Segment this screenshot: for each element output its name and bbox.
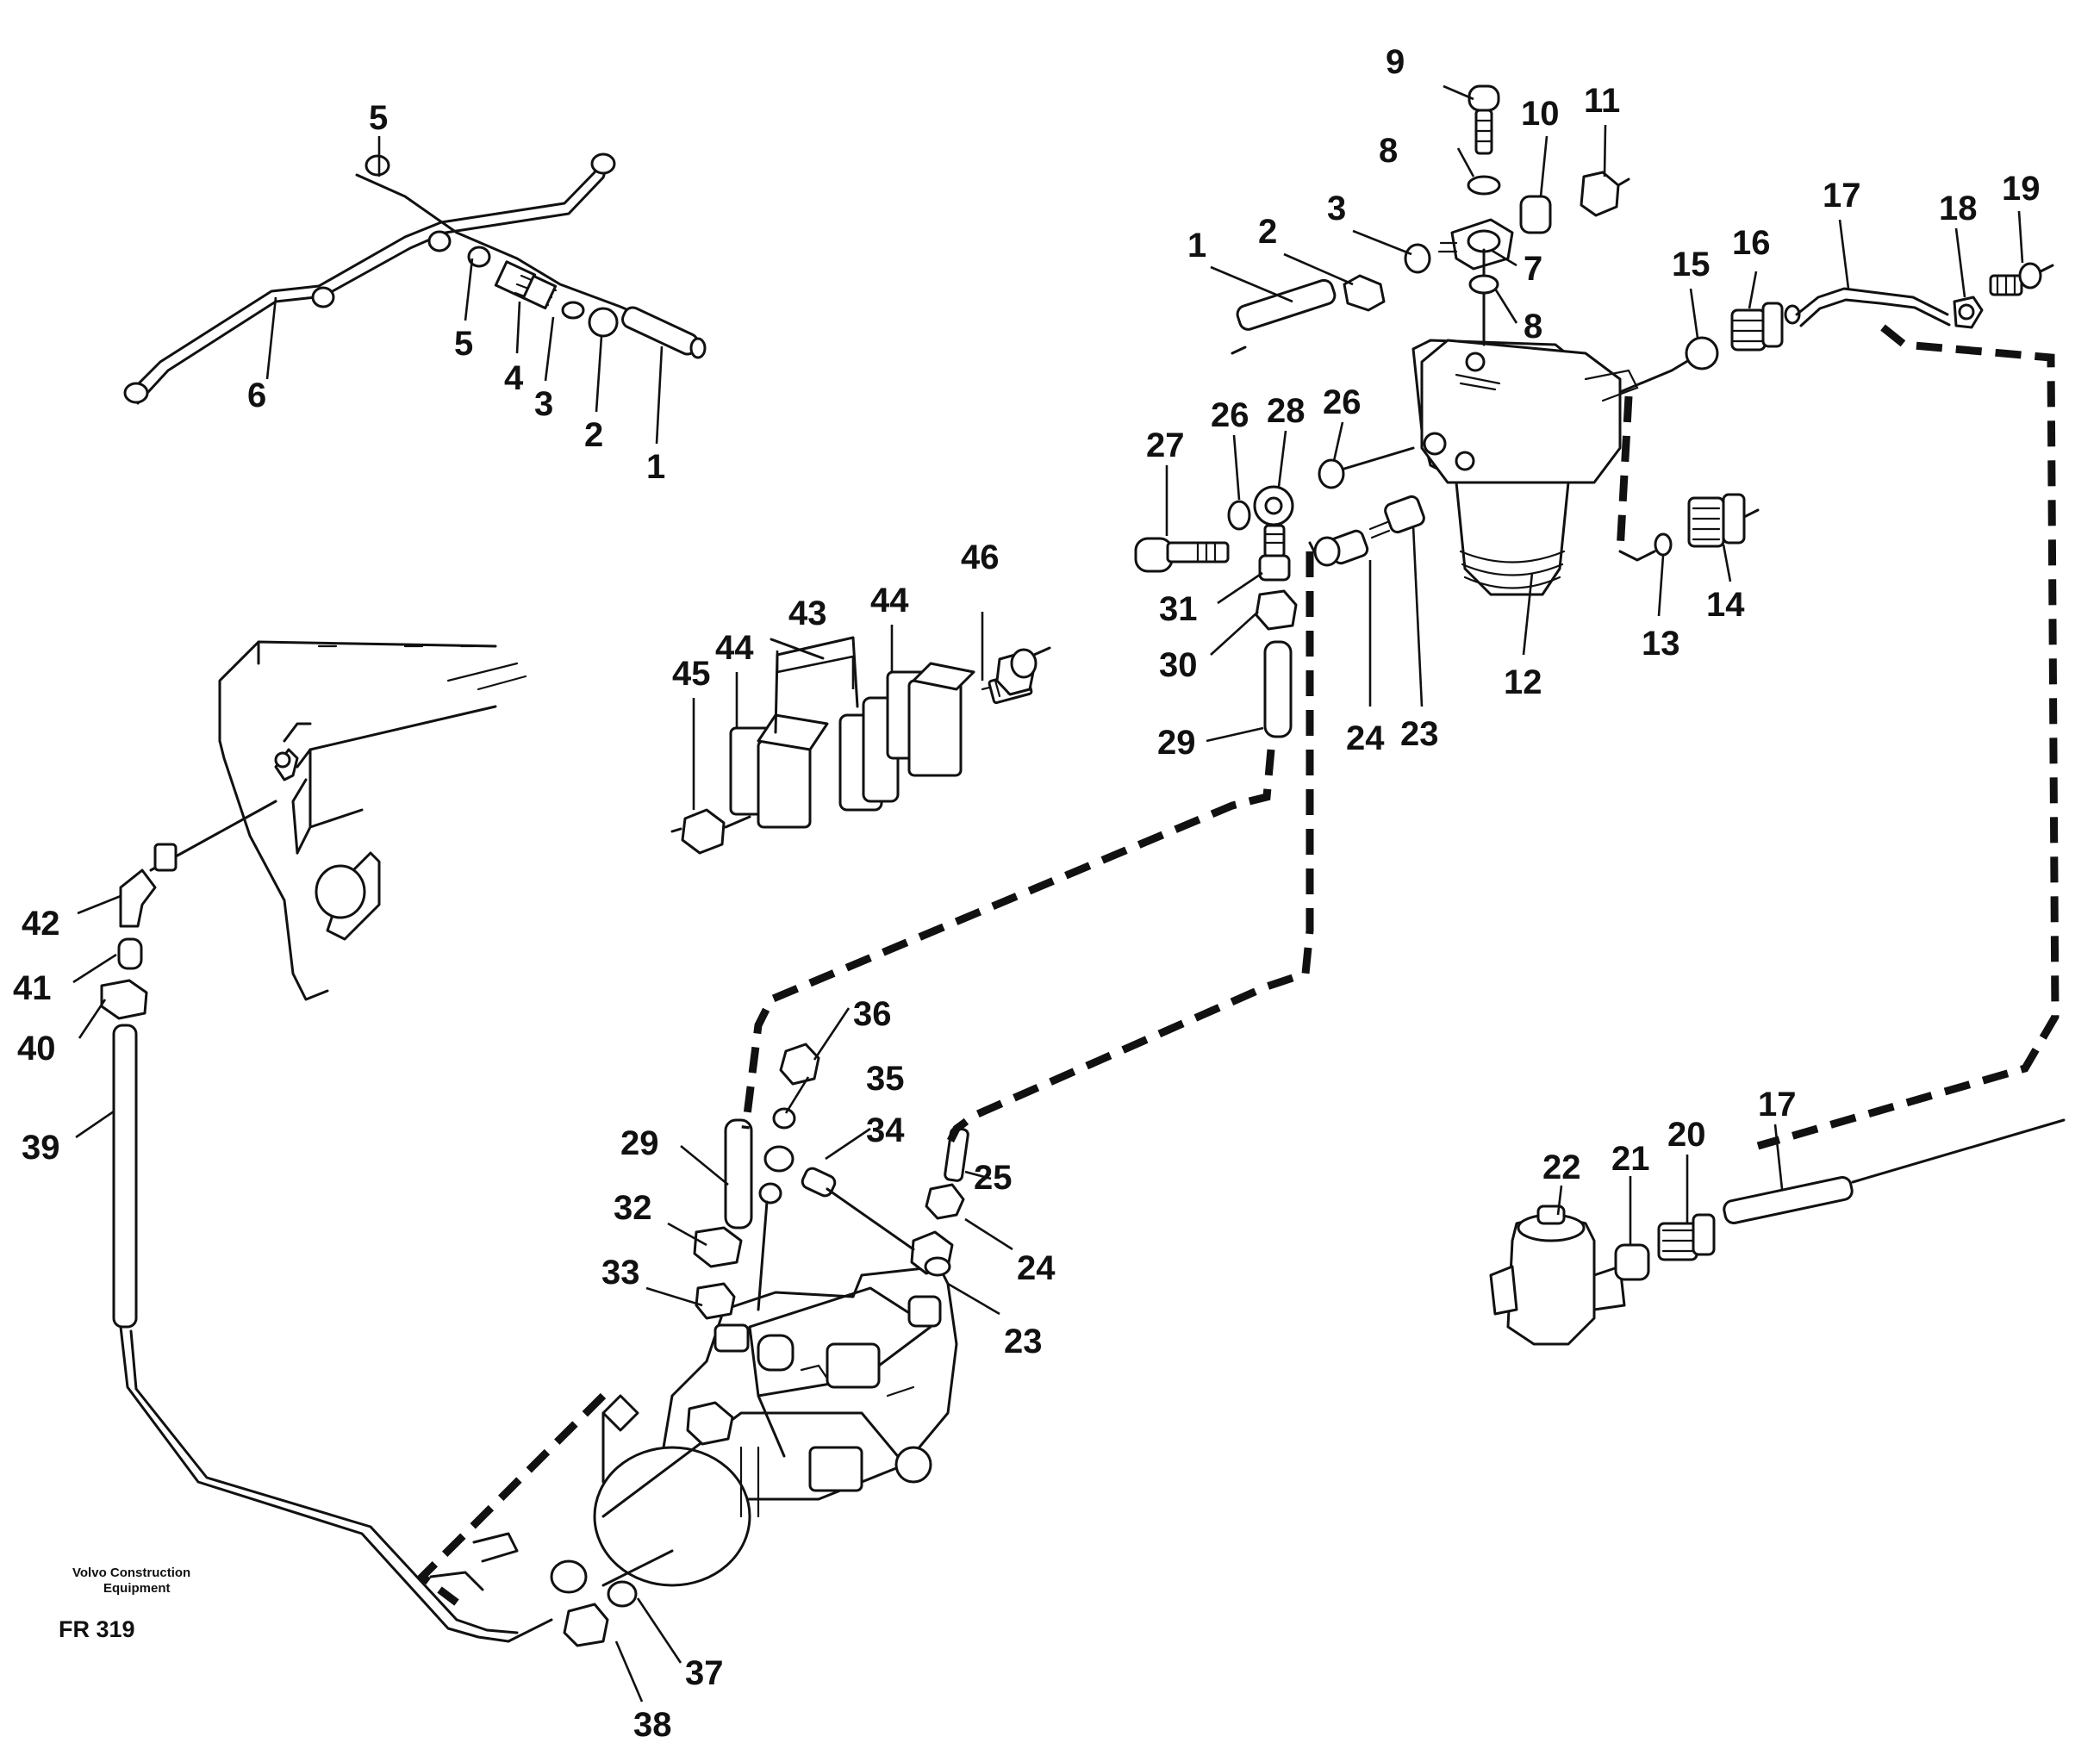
callout-number: 8 (1379, 132, 1398, 170)
credit-company: Volvo Construction (72, 1566, 190, 1580)
figure-credit: Volvo Construction Equipment FR 319 (59, 1566, 190, 1642)
callout-number: 13 (1642, 625, 1680, 663)
callout-number: 8 (1524, 308, 1542, 345)
callout-number: 3 (1327, 190, 1346, 227)
callout-number: 15 (1672, 246, 1711, 283)
callout-number: 18 (1939, 190, 1978, 227)
callout-number: 23 (1004, 1323, 1043, 1360)
callout-number: 36 (853, 995, 892, 1033)
callout-number: 5 (454, 325, 473, 363)
callout-number: 5 (369, 99, 388, 137)
callout-number: 3 (534, 385, 553, 423)
feed-line-group (1723, 262, 2066, 1224)
callout-number: 42 (22, 905, 60, 943)
banjo-bolt-group (1134, 446, 1425, 738)
callout-number: 1 (646, 448, 665, 486)
callout-number: 33 (601, 1254, 640, 1292)
callout-number: 16 (1732, 224, 1771, 262)
callout-number: 41 (13, 969, 52, 1007)
callout-number: 2 (584, 416, 603, 454)
callout-number: 17 (1823, 177, 1861, 215)
callout-number: 38 (633, 1706, 672, 1743)
callout-number: 26 (1211, 396, 1249, 434)
callout-number: 23 (1400, 715, 1439, 753)
callout-number: 19 (2002, 170, 2041, 208)
callout-number: 6 (247, 377, 266, 414)
callout-number: 10 (1521, 95, 1560, 133)
leader-lines (72, 84, 2024, 1703)
callout-number: 21 (1611, 1140, 1650, 1178)
callout-number: 31 (1159, 590, 1198, 628)
callout-number: 30 (1159, 646, 1198, 684)
callout-number: 11 (1584, 82, 1620, 120)
engine-manifold-group (100, 640, 527, 1643)
callout-number: 24 (1346, 719, 1385, 757)
callout-number: 44 (715, 629, 754, 667)
callout-number: 28 (1267, 392, 1305, 430)
callout-number: 2 (1258, 213, 1277, 251)
fuel-filter-group (1231, 84, 1801, 596)
callout-labels: 5 6 5 4 3 2 1 9 8 10 11 3 2 1 7 8 15 16 … (13, 43, 2041, 1743)
dashed-fuel-lines (416, 324, 2059, 1606)
callout-number: 43 (788, 594, 827, 632)
callout-number: 29 (1157, 724, 1196, 762)
callout-number: 29 (620, 1124, 659, 1162)
injection-pump-group (429, 1043, 969, 1647)
callout-number: 22 (1542, 1149, 1581, 1186)
injector-pipe-group (123, 153, 707, 405)
callout-number: 32 (614, 1189, 652, 1227)
callout-number: 20 (1667, 1116, 1706, 1154)
callout-number: 14 (1706, 586, 1745, 624)
callout-number: 40 (17, 1030, 56, 1068)
figure-code: FR 319 (59, 1616, 135, 1642)
callout-number: 24 (1017, 1249, 1056, 1287)
callout-number: 12 (1504, 663, 1542, 701)
callout-number: 9 (1386, 43, 1405, 81)
callout-number: 44 (870, 582, 909, 619)
callout-number: 26 (1323, 383, 1362, 421)
callout-number: 17 (1758, 1086, 1797, 1124)
credit-division: Equipment (103, 1581, 171, 1596)
pipe-clamp-group (670, 636, 1051, 855)
callout-number: 25 (974, 1159, 1013, 1197)
callout-number: 27 (1146, 426, 1185, 464)
callout-number: 4 (504, 359, 524, 397)
callout-number: 37 (685, 1654, 724, 1692)
callout-number: 39 (22, 1129, 60, 1167)
callout-number: 45 (672, 655, 711, 693)
callout-number: 46 (961, 538, 1000, 576)
callout-number: 7 (1524, 250, 1542, 288)
callout-number: 34 (866, 1111, 905, 1149)
callout-number: 1 (1187, 227, 1206, 265)
callout-number: 35 (866, 1060, 905, 1098)
feed-pump-group (1489, 1205, 1716, 1346)
